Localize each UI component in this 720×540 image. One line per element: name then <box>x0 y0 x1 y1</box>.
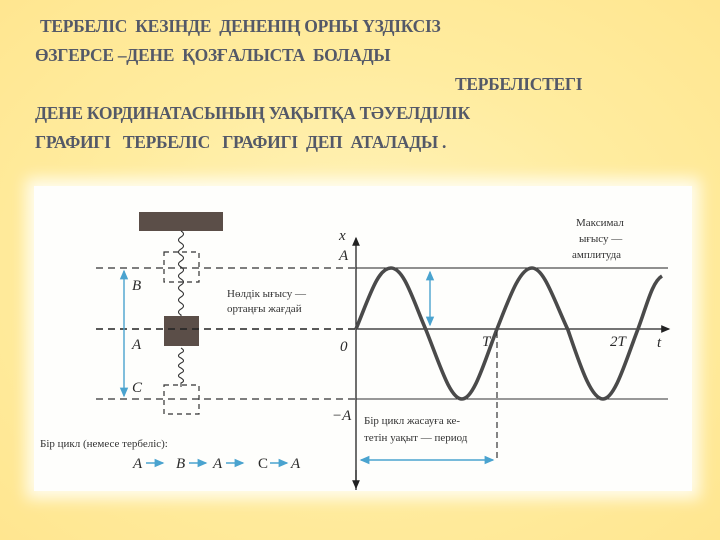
period-note-line-1: Бір цикл жасауға ке- <box>364 415 460 427</box>
equilibrium-note-line-2: ортаңғы жағдай <box>227 303 302 315</box>
equilibrium-note-line-1: Нөлдік ығысу — <box>227 288 307 300</box>
x-tick-2t: 2T <box>610 334 628 350</box>
title-line-1: ТЕРБЕЛІС КЕЗІНДЕ ДЕНЕНІҢ ОРНЫ ҮЗДІКСІЗ <box>40 16 441 36</box>
svg-text:A: A <box>212 456 223 472</box>
y-axis-label: x <box>338 228 346 244</box>
y-tick-zero: 0 <box>340 339 348 355</box>
title-line-3: ТЕРБЕЛІСТЕГІ <box>455 74 583 94</box>
spring-icon <box>177 230 185 387</box>
svg-text:C: C <box>258 456 268 472</box>
title-line-2: ӨЗГЕРСЕ –ДЕНЕ ҚОЗҒАЛЫСТА БОЛАДЫ <box>35 45 391 65</box>
amplitude-note-line-2: ығысу — <box>579 233 623 245</box>
ceiling-block <box>139 212 223 231</box>
y-tick-a: A <box>338 248 349 264</box>
cycle-label: Бір цикл (немесе тербеліс): <box>40 438 168 450</box>
amplitude-note-line-1: Максимал <box>576 217 624 229</box>
title-line-4: ДЕНЕ КОРДИНАТАСЫНЫҢ УАҚЫТҚА ТӘУЕЛДІЛІК <box>35 103 470 123</box>
figure-panel <box>34 186 692 491</box>
title-line-5: ГРАФИГІ ТЕРБЕЛІС ГРАФИГІ ДЕП АТАЛАДЫ . <box>35 132 447 152</box>
spring-diagram: B A C Нөлдік ығысу — ортаңғы жағдай Бір … <box>40 212 356 472</box>
cycle-sequence: A B A C A <box>132 456 301 472</box>
slide-title: ТЕРБЕЛІС КЕЗІНДЕ ДЕНЕНІҢ ОРНЫ ҮЗДІКСІЗ Ө… <box>35 12 675 157</box>
y-tick-neg-a: −A <box>332 408 352 424</box>
svg-text:B: B <box>176 456 185 472</box>
position-label-c: C <box>132 380 143 396</box>
oscillation-graph: x A 0 −A T 2T t Максимал ығысу — амплиту… <box>332 217 671 490</box>
x-axis-label: t <box>657 335 662 351</box>
position-label-b: B <box>132 278 141 294</box>
amplitude-note-line-3: амплитуда <box>572 249 621 261</box>
x-tick-t: T <box>482 334 492 350</box>
sine-curve <box>354 266 664 401</box>
svg-text:A: A <box>132 456 143 472</box>
position-label-a: A <box>131 337 142 353</box>
svg-text:A: A <box>290 456 301 472</box>
upper-position-box <box>163 251 200 283</box>
mass-block <box>164 316 199 346</box>
period-note-line-2: тетін уақыт — период <box>364 432 468 444</box>
